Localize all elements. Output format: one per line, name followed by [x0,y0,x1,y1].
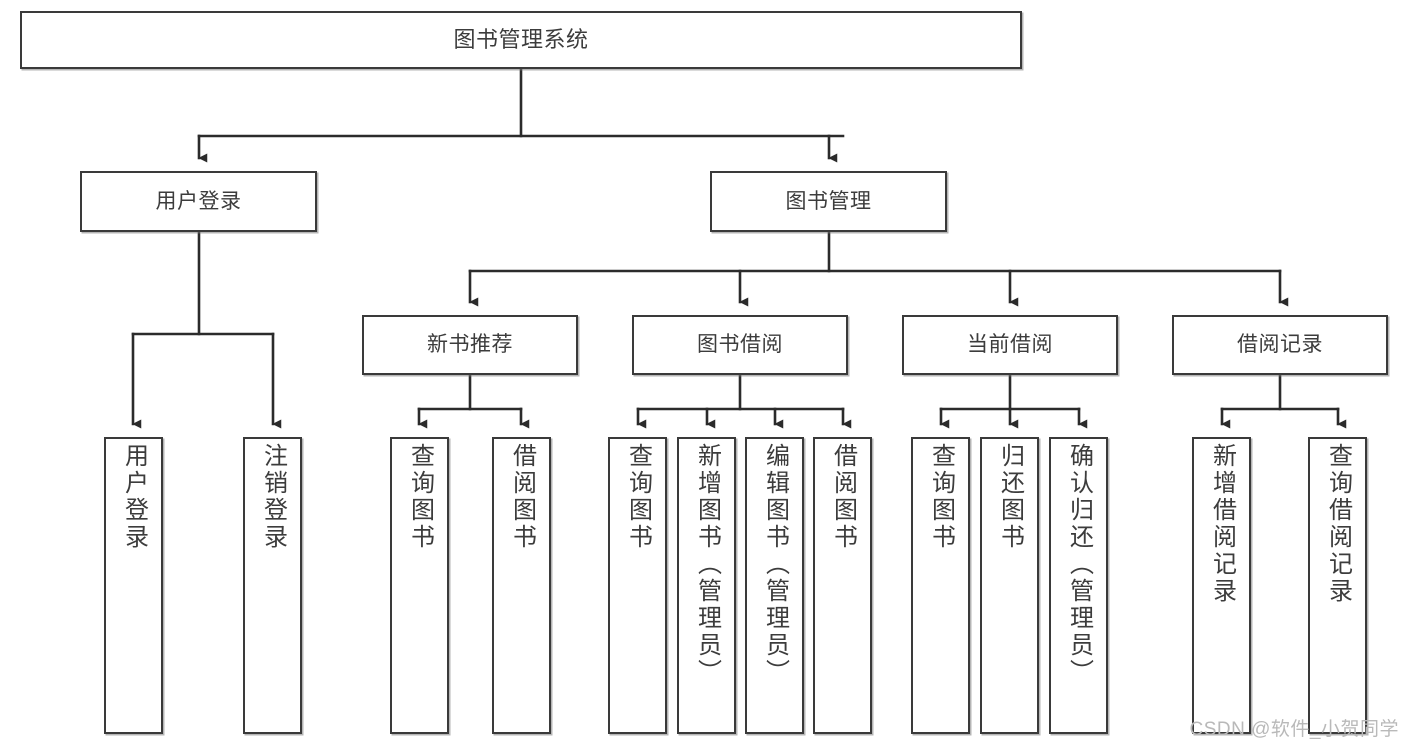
node-label: 借阅图书 [829,443,857,551]
leaf-user-login-logout[interactable]: 注销登录 [243,437,302,734]
node-label: 注销登录 [259,443,287,551]
leaf-borrow-edit-book-admin[interactable]: 编辑图书（管理员） [745,437,804,734]
leaf-current-return-book[interactable]: 归还图书 [980,437,1039,734]
leaf-borrow-add-book-admin[interactable]: 新增图书（管理员） [677,437,736,734]
node-label: 用户登录 [155,189,242,213]
node-label: 新书推荐 [427,333,513,357]
node-borrow-records[interactable]: 借阅记录 [1172,315,1388,375]
node-label: 查询图书 [927,443,955,551]
node-label: 查询借阅记录 [1324,443,1352,605]
leaf-recommend-query-book[interactable]: 查询图书 [390,437,449,734]
node-label: 图书管理系统 [453,27,589,53]
node-root-system[interactable]: 图书管理系统 [20,11,1022,69]
leaf-current-confirm-return-admin[interactable]: 确认归还（管理员） [1049,437,1108,734]
leaf-records-add-record[interactable]: 新增借阅记录 [1192,437,1251,734]
node-label: 查询图书 [406,443,434,551]
node-label: 确认归还（管理员） [1065,443,1093,686]
node-label: 用户登录 [120,443,148,551]
node-book-management[interactable]: 图书管理 [710,171,947,232]
node-label: 借阅图书 [508,443,536,551]
node-label: 借阅记录 [1237,333,1323,357]
node-new-book-recommend[interactable]: 新书推荐 [362,315,578,375]
node-label: 图书管理 [785,189,872,213]
node-label: 编辑图书（管理员） [761,443,789,686]
leaf-records-query-record[interactable]: 查询借阅记录 [1308,437,1367,734]
node-label: 当前借阅 [967,333,1053,357]
leaf-borrow-borrow-book[interactable]: 借阅图书 [813,437,872,734]
leaf-current-query-book[interactable]: 查询图书 [911,437,970,734]
node-book-borrow[interactable]: 图书借阅 [632,315,848,375]
node-label: 图书借阅 [697,333,783,357]
node-current-borrow[interactable]: 当前借阅 [902,315,1118,375]
node-label: 新增图书（管理员） [693,443,721,686]
node-label: 新增借阅记录 [1208,443,1236,605]
csdn-watermark: CSDN @软件_小贺同学 [1189,719,1399,740]
node-user-login[interactable]: 用户登录 [80,171,317,232]
leaf-borrow-query-book[interactable]: 查询图书 [608,437,667,734]
node-label: 查询图书 [624,443,652,551]
node-label: 归还图书 [996,443,1024,551]
leaf-user-login-login[interactable]: 用户登录 [104,437,163,734]
leaf-recommend-borrow-book[interactable]: 借阅图书 [492,437,551,734]
